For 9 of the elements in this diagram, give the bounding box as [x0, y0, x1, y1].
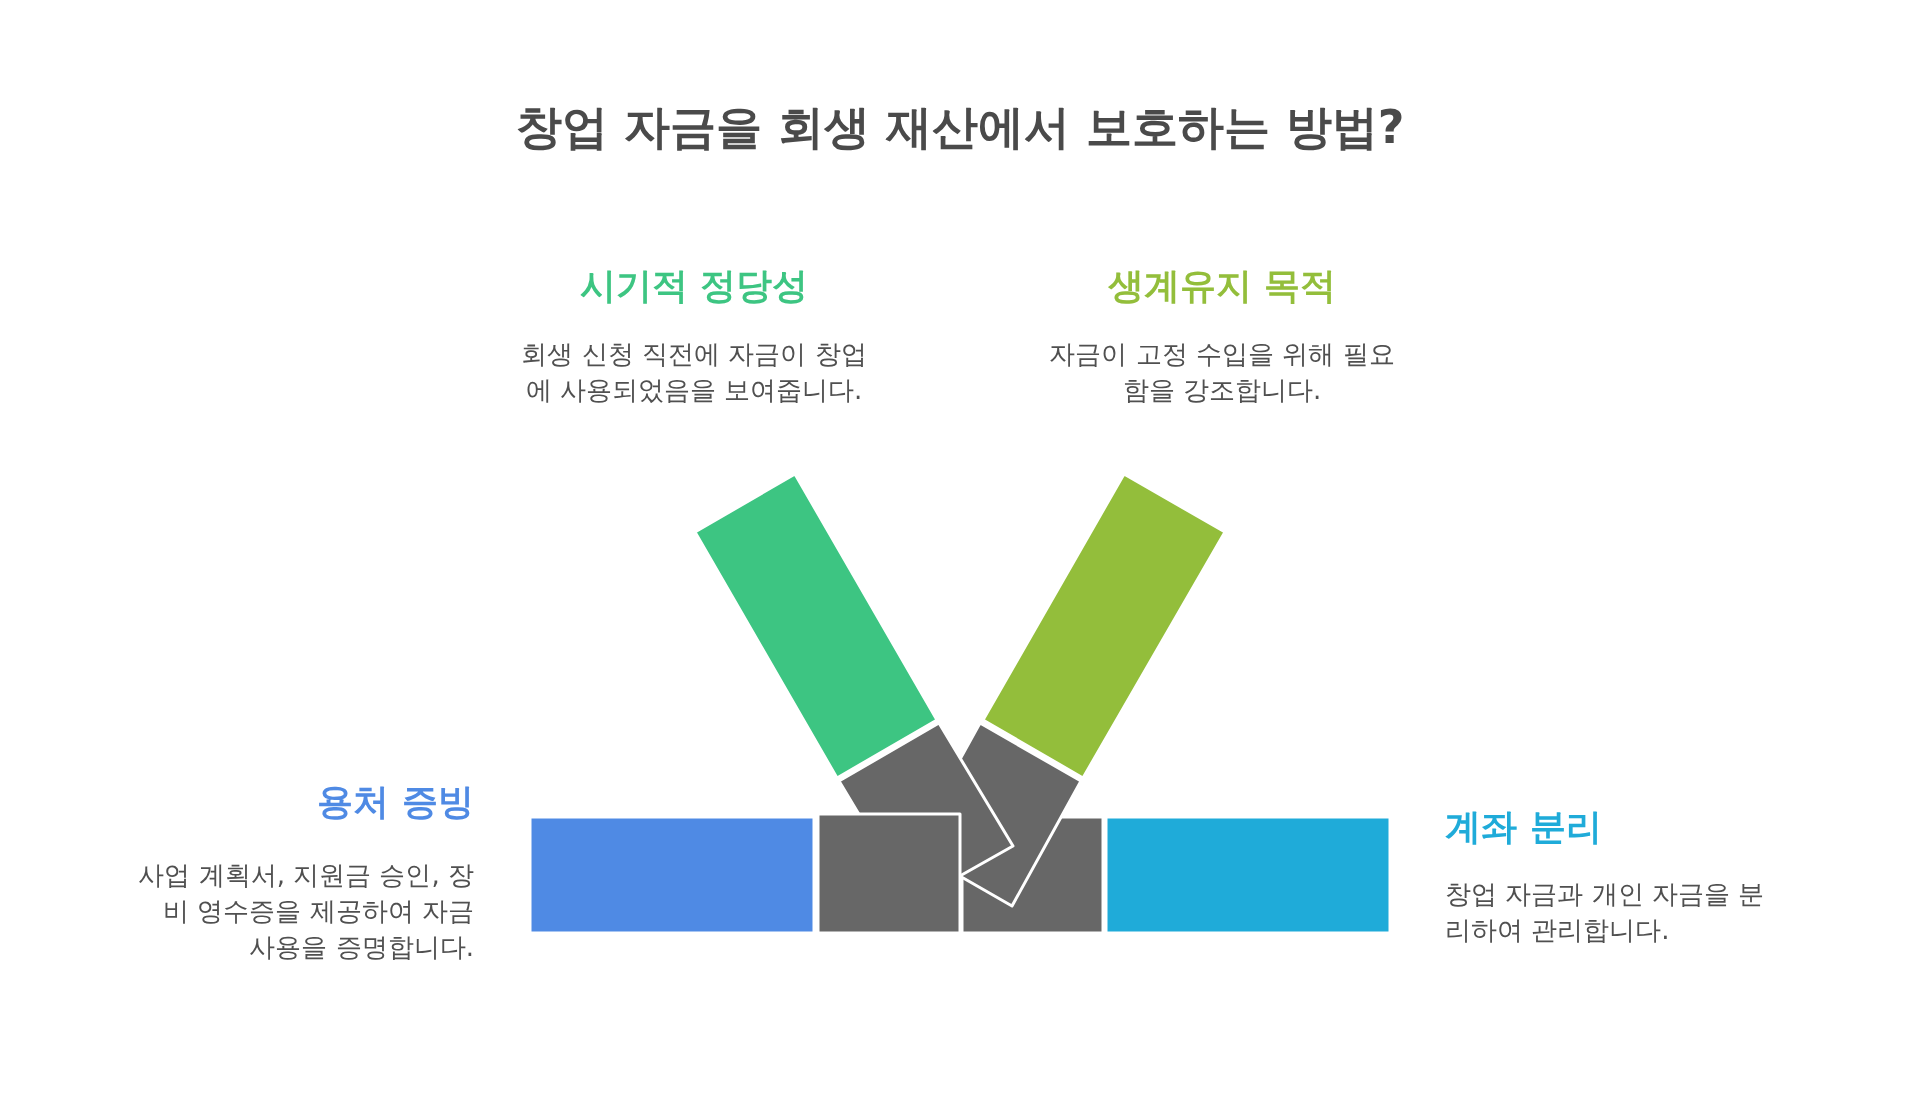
- description-text: 자금이 고정 수입을 위해 필요함을 강조합니다.: [1048, 338, 1396, 407]
- section-heading: 시기적 정당성: [579, 264, 809, 308]
- description-text: 회생 신청 직전에 자금이 창업에 사용되었음을 보여줍니다.: [520, 338, 868, 407]
- description-text: 사업 계획서, 지원금 승인, 장비 영수증을 제공하여 자금 사용을 증명합니다.: [137, 859, 474, 964]
- section-heading: 용처 증빙: [317, 780, 474, 824]
- section-heading: 계좌 분리: [1445, 805, 1602, 849]
- description-text: 창업 자금과 개인 자금을 분리하여 관리합니다.: [1445, 878, 1766, 947]
- section-heading: 생계유지 목적: [1107, 264, 1337, 308]
- diagram-title: 창업 자금을 회생 재산에서 보호하는 방법?: [515, 100, 1405, 156]
